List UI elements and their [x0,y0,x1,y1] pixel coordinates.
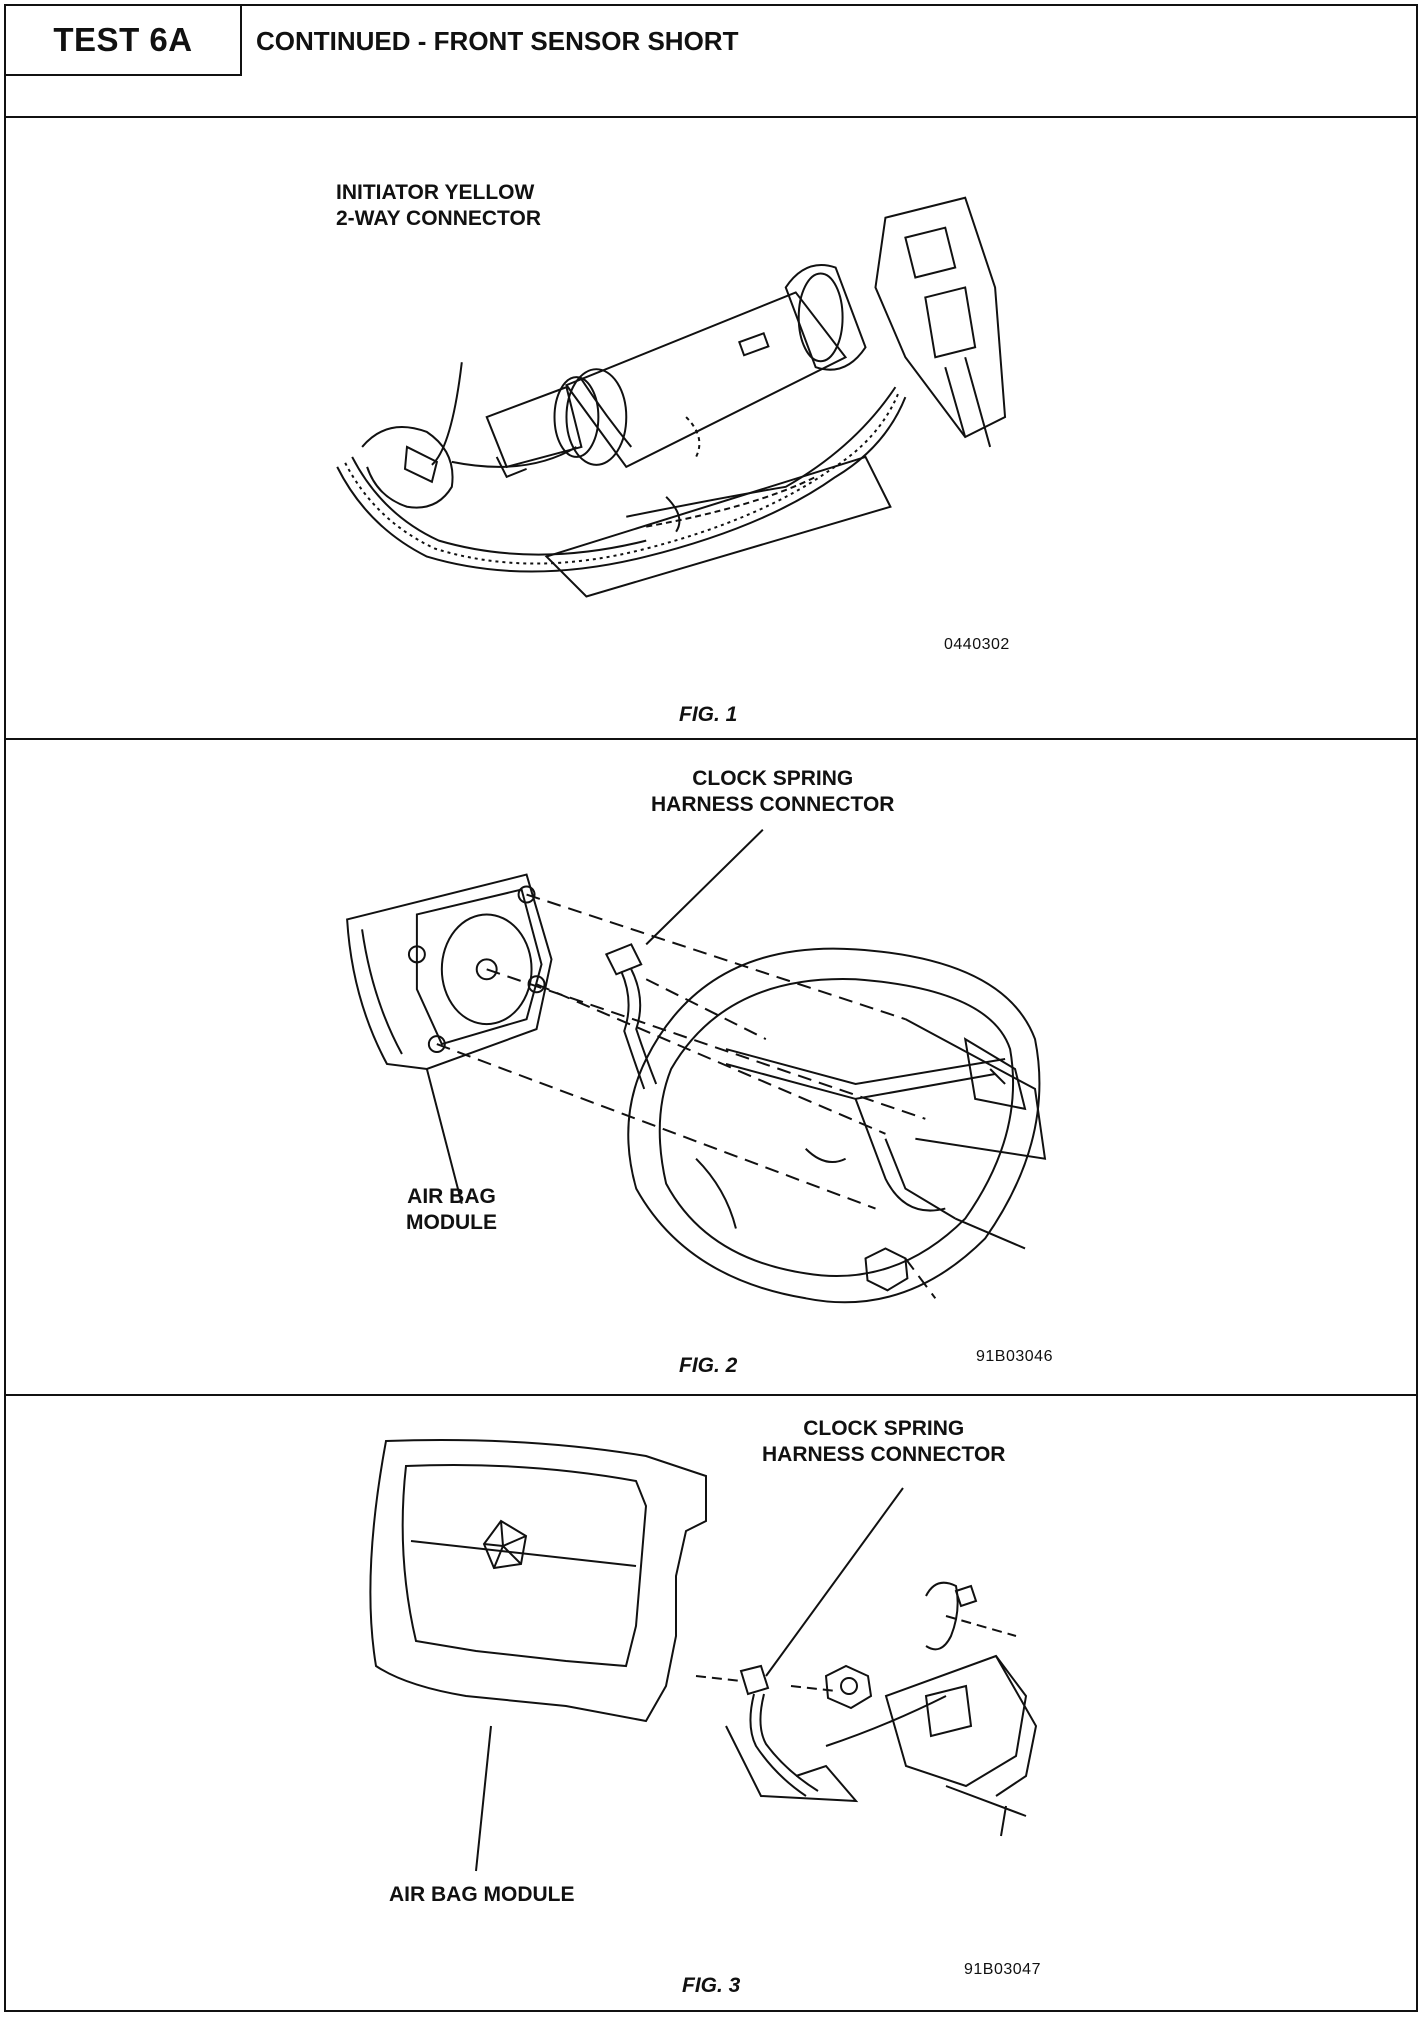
document-page: TEST 6A CONTINUED - FRONT SENSOR SHORT [4,4,1418,2012]
figure-1-caption: FIG. 1 [679,703,738,726]
figure-1-panel: INITIATOR YELLOW 2-WAY CONNECTOR 0440302… [6,118,1416,740]
figure-1-code: 0440302 [944,636,1010,653]
figure-2-panel: CLOCK SPRING HARNESS CONNECTOR AIR BAG M… [6,740,1416,1396]
figure-1-illustration [336,196,1007,598]
page-header: TEST 6A CONTINUED - FRONT SENSOR SHORT [6,6,1416,118]
figure-3-code: 91B03047 [964,1961,1041,1978]
initiator-connector-label: INITIATOR YELLOW 2-WAY CONNECTOR [336,181,541,230]
clock-spring-connector-label: CLOCK SPRING HARNESS CONNECTOR [651,767,895,816]
figure-3-illustration [369,1439,1038,1872]
page-title: CONTINUED - FRONT SENSOR SHORT [256,26,739,56]
figure-3-panel: CLOCK SPRING HARNESS CONNECTOR AIR BAG M… [6,1396,1416,2010]
air-bag-module-label: AIR BAG MODULE [406,1185,497,1234]
figure-2-caption: FIG. 2 [679,1354,738,1377]
figure-3-caption: FIG. 3 [682,1974,741,1997]
test-id-box: TEST 6A [6,6,242,76]
air-bag-module-label-2: AIR BAG MODULE [389,1883,575,1906]
figure-2-illustration [346,829,1047,1304]
clock-spring-connector-label-2: CLOCK SPRING HARNESS CONNECTOR [762,1417,1006,1466]
figure-2-code: 91B03046 [976,1348,1053,1365]
